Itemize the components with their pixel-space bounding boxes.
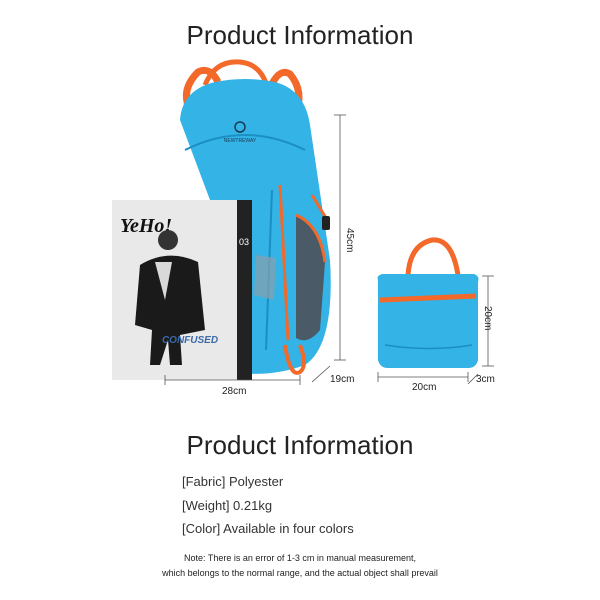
dimension-height-label: 45cm bbox=[344, 228, 355, 253]
product-illustration: NEWTREWAY YeHo! 03 CONFUSED bbox=[112, 59, 494, 385]
folded-depth-label: 3cm bbox=[476, 374, 495, 385]
magazine-headline: YeHo! bbox=[120, 215, 172, 237]
folded-width-label: 20cm bbox=[412, 382, 437, 393]
measurement-note-line2: which belongs to the normal range, and t… bbox=[162, 568, 438, 578]
spec-color: [Color] Available in four colors bbox=[182, 521, 354, 536]
measurement-note-line1: Note: There is an error of 1-3 cm in man… bbox=[184, 553, 416, 563]
dimension-depth-label: 19cm bbox=[330, 374, 355, 385]
backpack-image: NEWTREWAY bbox=[180, 59, 331, 375]
magazine-cover-text: CONFUSED bbox=[162, 335, 218, 346]
spec-fabric: [Fabric] Polyester bbox=[182, 474, 284, 489]
folded-height-label: 20cm bbox=[482, 306, 493, 331]
page-title: Product Information bbox=[186, 20, 414, 50]
magazine-image: YeHo! 03 CONFUSED bbox=[112, 200, 252, 380]
dimension-width-label: 28cm bbox=[222, 386, 247, 397]
brand-logo-text: NEWTREWAY bbox=[224, 138, 257, 144]
magazine-issue: 03 bbox=[239, 237, 249, 247]
folded-pouch-image bbox=[377, 237, 479, 368]
specs-title: Product Information bbox=[186, 430, 414, 460]
dimension-lines bbox=[164, 114, 494, 385]
spec-weight: [Weight] 0.21kg bbox=[182, 498, 273, 513]
